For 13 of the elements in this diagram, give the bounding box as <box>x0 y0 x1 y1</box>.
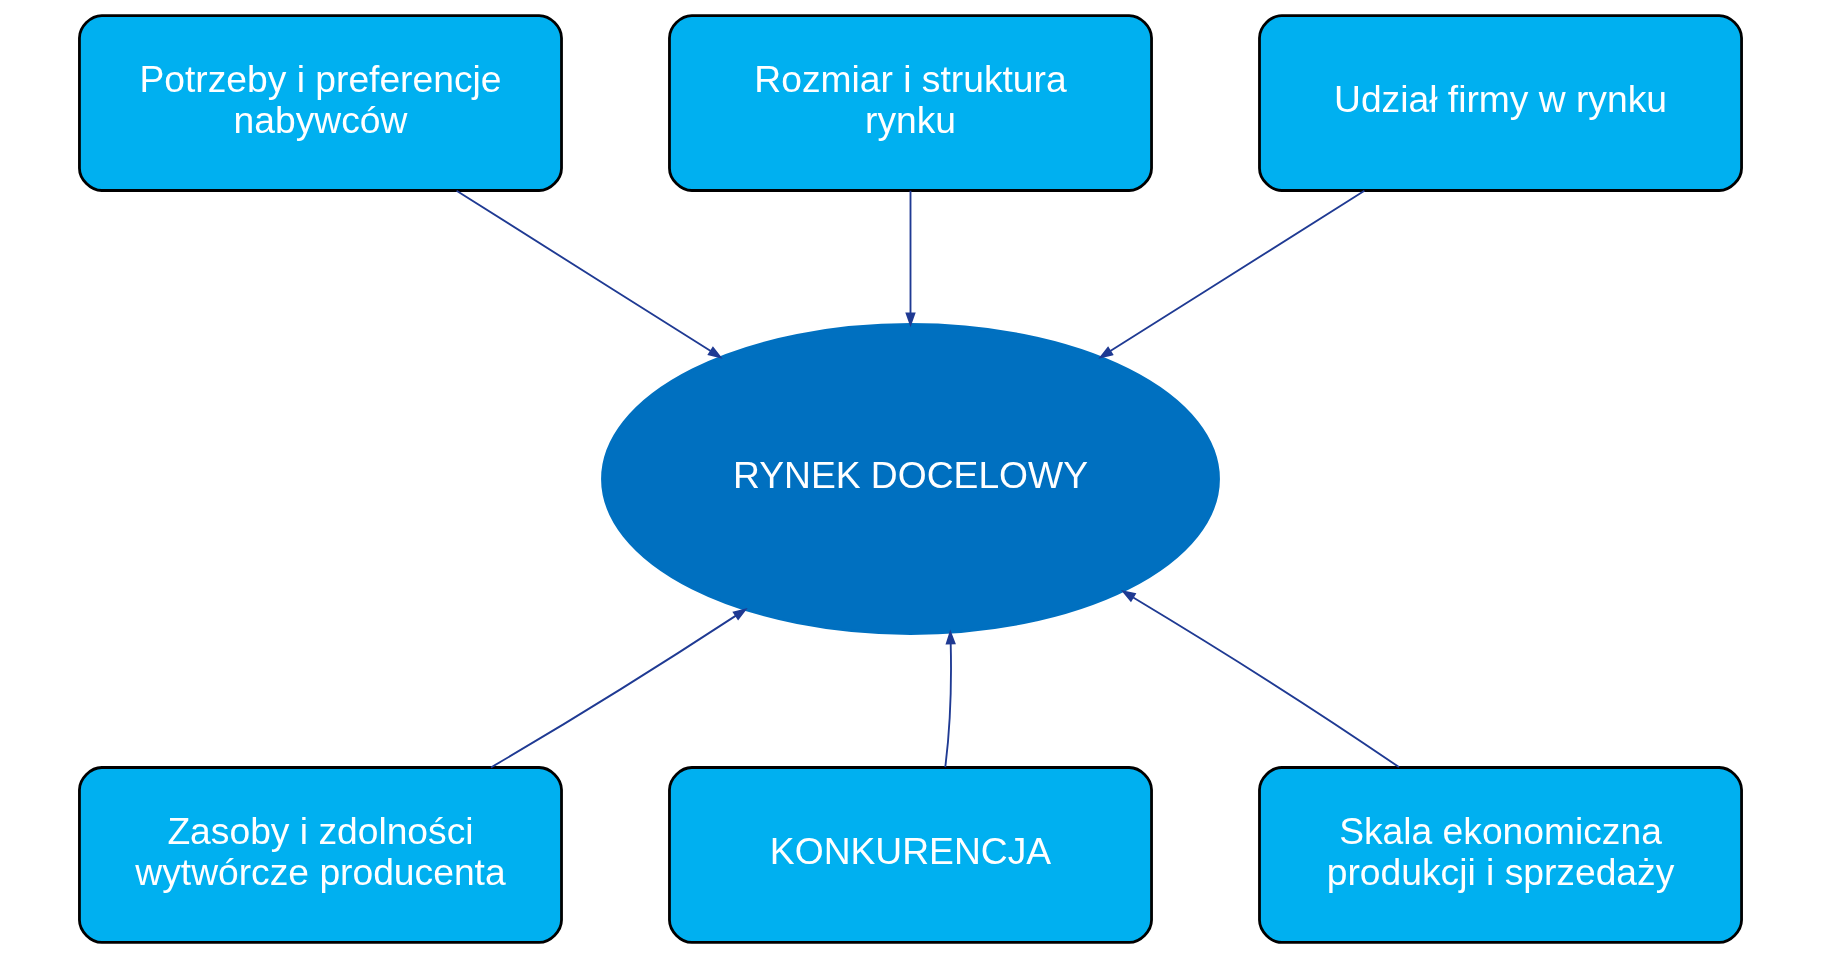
node-box: Rozmiar i struktura rynku <box>668 14 1153 192</box>
arrow <box>455 189 723 359</box>
node-box: Potrzeby i preferencje nabywców <box>78 14 563 192</box>
node-box: KONKURENCJA <box>668 766 1153 944</box>
arrow <box>905 189 916 328</box>
node-ellipse: RYNEK DOCELOWY <box>601 323 1220 635</box>
node-box: Udział firmy w rynku <box>1258 14 1743 192</box>
node-box: Skala ekonomiczna produkcji i sprzedaży <box>1258 766 1743 944</box>
arrow <box>1098 189 1366 359</box>
node-box: Zasoby i zdolności wytwórcze producenta <box>78 766 563 944</box>
arrow <box>490 607 748 769</box>
arrow <box>944 629 956 768</box>
arrow <box>1120 590 1400 768</box>
